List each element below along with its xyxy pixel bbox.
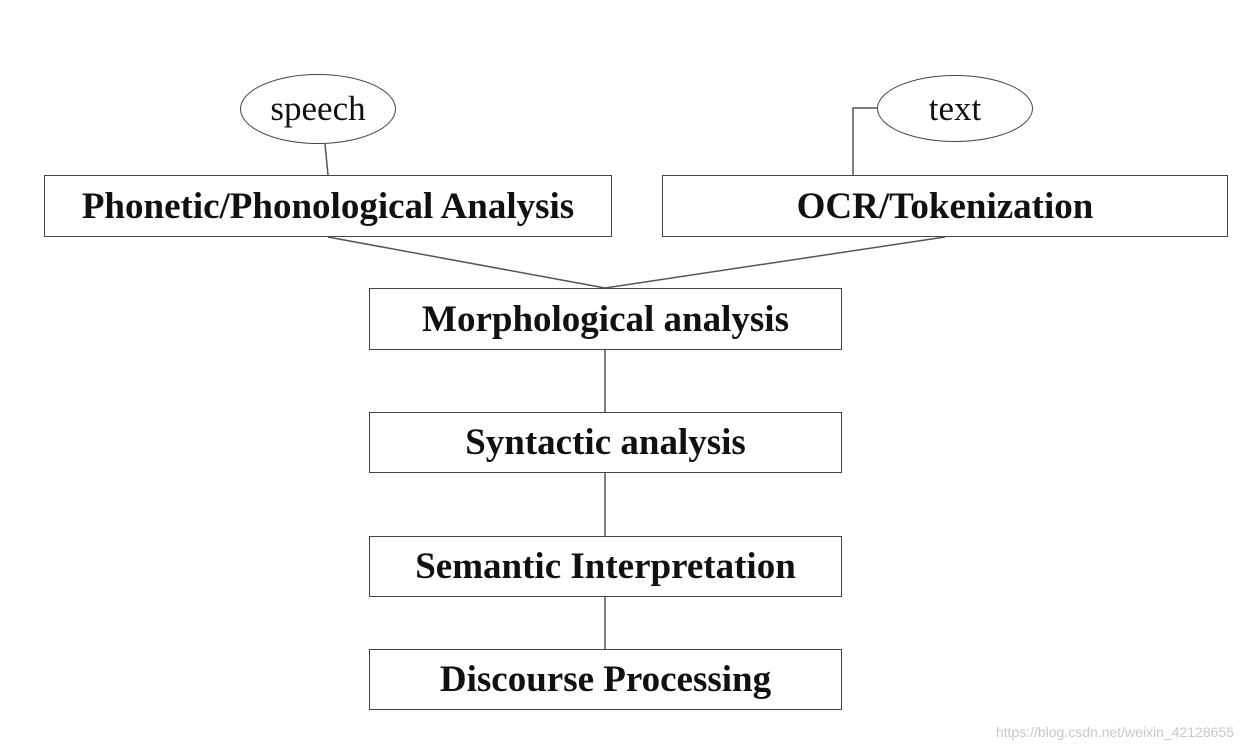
connector-text-to-ocr [852,107,877,175]
text-label: text [928,88,982,128]
phonetic-analysis-label: Phonetic/Phonological Analysis [81,185,575,227]
semantic-interpretation-box: Semantic Interpretation [369,536,842,597]
discourse-processing-box: Discourse Processing [369,649,842,710]
phonetic-analysis-box: Phonetic/Phonological Analysis [44,175,612,237]
morphological-analysis-label: Morphological analysis [422,298,789,340]
connector-ocr-to-morphological [604,236,946,289]
discourse-processing-label: Discourse Processing [439,659,772,700]
connector-speech-to-phonetic [324,143,329,176]
syntactic-analysis-box: Syntactic analysis [369,412,842,473]
speech-input-oval: speech [240,74,396,144]
watermark-url: https://blog.csdn.net/weixin_42128655 [995,724,1234,740]
semantic-interpretation-label: Semantic Interpretation [415,546,796,587]
text-input-oval: text [877,75,1033,142]
morphological-analysis-box: Morphological analysis [369,288,842,350]
connector-phonetic-to-morphological [327,236,606,289]
ocr-tokenization-box: OCR/Tokenization [662,175,1228,237]
syntactic-analysis-label: Syntactic analysis [465,422,746,463]
speech-label: speech [270,89,366,128]
ocr-tokenization-label: OCR/Tokenization [796,185,1094,227]
